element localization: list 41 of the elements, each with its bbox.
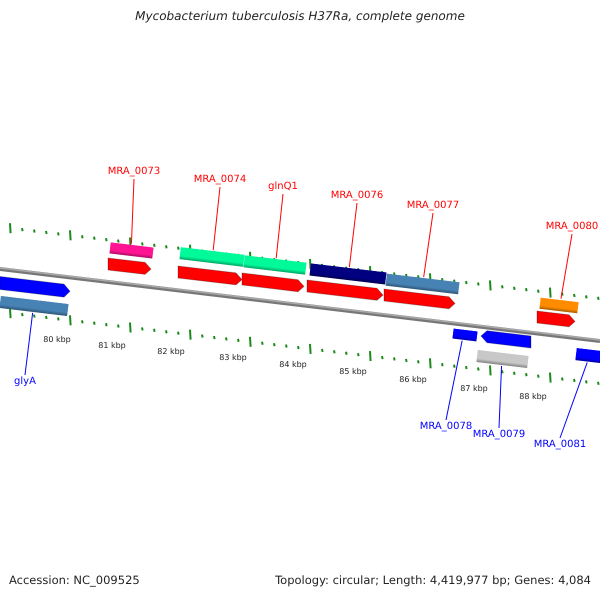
leader-line xyxy=(212,186,220,251)
scale-label: 83 kbp xyxy=(219,352,247,364)
gene-bar xyxy=(310,264,386,284)
gene-bar xyxy=(575,348,600,364)
leader-line xyxy=(423,212,434,278)
scale-label: 88 kbp xyxy=(519,391,547,403)
footer-text: Topology: circular; Length: 4,419,977 bp; Genes: 4,084 xyxy=(275,574,591,586)
leader-line xyxy=(130,178,134,244)
gene-bar xyxy=(244,255,306,275)
gene-bar xyxy=(180,247,244,267)
scale-label: 87 kbp xyxy=(460,383,488,395)
scale-label: 82 kbp xyxy=(157,346,185,358)
leader-line xyxy=(348,202,358,268)
gene-bar xyxy=(452,328,478,342)
gene-label: MRA_0073 xyxy=(108,166,160,178)
scale-label: 81 kbp xyxy=(98,340,126,352)
leader-line xyxy=(24,312,34,376)
gene-bar xyxy=(109,242,153,258)
gene-bar xyxy=(476,350,528,368)
leader-line xyxy=(498,365,502,428)
gene-label: MRA_0078 xyxy=(420,421,472,433)
gene-label: MRA_0076 xyxy=(330,190,384,202)
scale-label: 80 kbp xyxy=(43,334,71,346)
gene-label: glnQ1 xyxy=(268,181,298,193)
gene-label: MRA_0079 xyxy=(472,429,526,441)
gene-label: MRA_0080 xyxy=(546,221,598,233)
gene-bar xyxy=(539,297,579,313)
leader-line xyxy=(560,234,572,300)
scale-label: 86 kbp xyxy=(399,374,427,386)
leader-line xyxy=(446,340,463,420)
scale-label: 85 kbp xyxy=(339,366,367,378)
gene-label: MRA_0074 xyxy=(194,174,246,186)
leader-line xyxy=(560,362,588,438)
footer-text: Accession: NC_009525 xyxy=(9,574,140,586)
leader-line xyxy=(276,194,284,259)
chart-title: Mycobacterium tuberculosis H37Ra, complete genome xyxy=(135,10,465,22)
gene-label: MRA_0077 xyxy=(406,200,460,212)
gene-label: MRA_0081 xyxy=(534,439,586,451)
gene-label: glyA xyxy=(14,376,36,388)
scale-label: 84 kbp xyxy=(279,359,307,371)
gene-bar xyxy=(0,296,68,316)
